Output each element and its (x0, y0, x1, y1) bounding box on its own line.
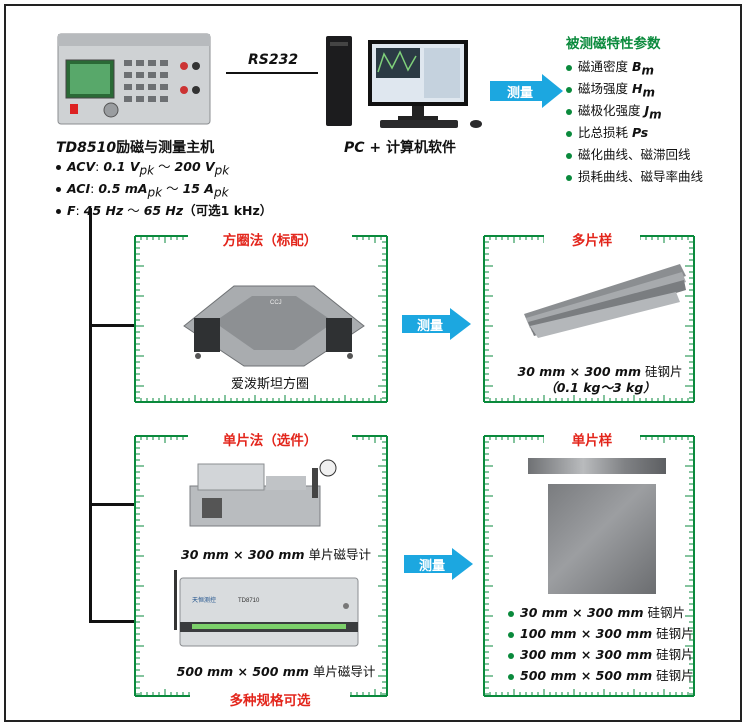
sample-item: 100 mm × 300 mm 硅钢片 (508, 623, 694, 642)
measure-arrow-top (490, 74, 563, 108)
single-sample-title: 单片样 (544, 429, 640, 449)
bullet-icon (56, 209, 61, 214)
bullet-icon (566, 174, 572, 181)
epstein-frame-image: CCJ (183, 285, 365, 367)
bullet-icon (508, 652, 514, 659)
rs232-line (226, 72, 318, 74)
epstein-device-label: 爱泼斯坦方圈 (230, 377, 309, 392)
pc-computer-image (326, 36, 482, 128)
host-spec-acv: ACV: 0.1 Vpk ～ 200 Vpk (56, 156, 229, 178)
param-item: 比总损耗 Ps (566, 122, 648, 141)
single-footer: 多种规格可选 (190, 689, 350, 709)
bullet-icon (508, 673, 514, 680)
bullet-icon (566, 108, 572, 115)
bullet-icon (508, 610, 514, 617)
tree-branch-single2 (89, 620, 135, 623)
param-item: 磁通密度 Bm (566, 56, 654, 78)
pc-label: PC + 计算机软件 (344, 140, 457, 156)
bullet-icon (56, 165, 61, 170)
single-dev1-label: 30 mm × 300 mm 单片磁导计 (181, 547, 371, 562)
bullet-icon (508, 631, 514, 638)
host-model: TD8510 (56, 140, 117, 156)
host-instrument-image (57, 33, 211, 125)
bullet-icon (56, 187, 61, 192)
single-tester-image (189, 459, 337, 527)
measure-arrow-bottom (404, 548, 473, 580)
measure-arrow-mid (402, 308, 471, 340)
single-tester-large-image: 天恒测控 TD8710 (174, 570, 359, 647)
sample-item: 500 mm × 500 mm 硅钢片 (508, 665, 694, 684)
param-item: 磁场强度 Hm (566, 78, 655, 100)
multi-title: 多片样 (544, 229, 640, 249)
outer-frame (4, 4, 742, 722)
single-title: 单片法（选件） (188, 429, 352, 449)
bullet-icon (566, 152, 572, 159)
param-item: 损耗曲线、磁导率曲线 (566, 166, 703, 185)
host-title: TD8510励磁与测量主机 (56, 137, 214, 157)
host-spec-f: F: 45 Hz ～ 65 Hz（可选1 kHz） (56, 200, 272, 219)
params-title: 被测磁特性参数 (566, 36, 661, 52)
epstein-title: 方圈法（标配） (188, 229, 352, 249)
measure-label-mid: 测量 (416, 318, 443, 334)
multi-sheets-image (524, 264, 686, 338)
bullet-icon (566, 86, 572, 93)
bullet-icon (566, 130, 572, 137)
multi-size: 30 mm × 300 mm 硅钢片 (517, 364, 683, 379)
strip-sample-image (528, 458, 666, 474)
tester-model: TD8710 (238, 598, 260, 604)
sample-item: 300 mm × 300 mm 硅钢片 (508, 644, 694, 663)
measure-label-top: 测量 (506, 85, 533, 101)
sample-item: 30 mm × 300 mm 硅钢片 (508, 602, 685, 621)
host-spec-aci: ACI: 0.5 mApk ～ 15 Apk (56, 178, 229, 200)
host-title-text: 励磁与测量主机 (116, 140, 215, 156)
ruler-panel (483, 435, 695, 697)
multi-weight: （0.1 kg～3 kg） (544, 380, 656, 395)
square-sample-image (548, 484, 656, 594)
tree-trunk-line (89, 208, 92, 622)
rs232-label: RS232 (248, 52, 299, 68)
measure-label-bottom: 测量 (418, 558, 445, 574)
single-dev2-label: 500 mm × 500 mm 单片磁导计 (176, 664, 376, 679)
param-item: 磁极化强度 Jm (566, 100, 662, 122)
tester-logo: 天恒测控 (192, 596, 216, 604)
epstein-logo: CCJ (270, 300, 282, 306)
bullet-icon (566, 64, 572, 71)
tree-branch-single (89, 503, 135, 506)
param-item: 磁化曲线、磁滞回线 (566, 144, 691, 163)
tree-branch-epstein (89, 324, 135, 327)
